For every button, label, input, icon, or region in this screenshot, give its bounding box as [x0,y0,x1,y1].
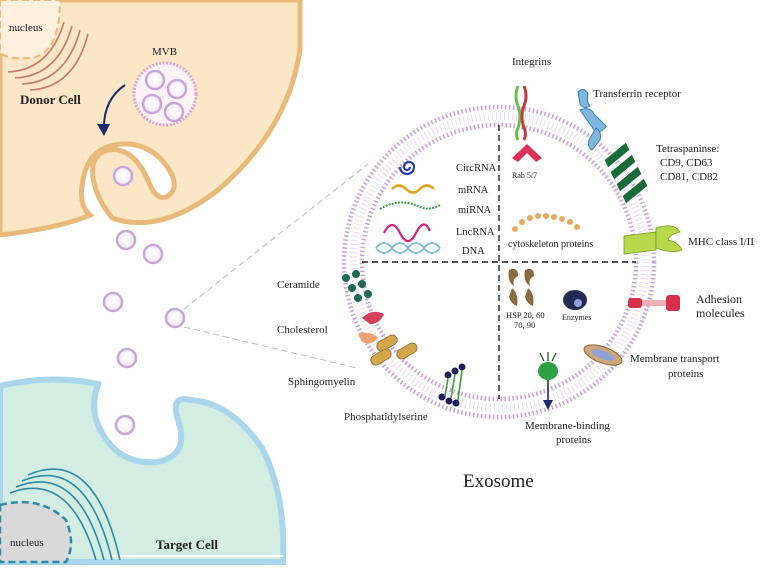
mvb-label: MVB [152,46,177,58]
exosome-membrane-tails [349,112,649,412]
membrane-transport-icon [583,344,623,366]
transport-label-line1: Membrane transport [630,353,720,365]
enzymes-icon [563,290,587,310]
rab-label: Rab 5/7 [512,171,537,180]
dna-icon [375,242,441,254]
target-er [9,468,121,561]
target-cell-body [0,376,287,565]
membrane-binding-icon [538,352,558,410]
free-exosomes [102,165,186,436]
exosome-diagram: CircRNA mRNA miRNA LncRNA DNA Rab 5/7 cy… [277,56,754,492]
nucleic-acid-label: CircRNA [456,163,497,174]
tetraspanins-label-line3: CD81, CD82 [660,171,718,183]
lipid-label: Phosphatidylserine [344,411,428,423]
binding-label-line1: Membrane-binding [525,420,610,432]
target-cell: nucleus Target Cell [0,376,287,565]
nucleic-acid-label: LncRNA [456,227,495,238]
zoom-lines [183,163,369,369]
mvb [132,61,198,127]
transferrin-label: Transferrin receptor [593,88,681,100]
transport-label-line2: proteins [668,368,703,380]
donor-cell-label: Donor Cell [20,92,81,107]
tetraspanin-icon [603,141,649,205]
lipid-label: Cholesterol [277,324,328,336]
mrna-icon [391,184,435,194]
target-nucleus [0,500,73,564]
integrins-icon [514,85,528,141]
binding-label-line2: proteins [556,434,591,446]
integrins-label: Integrins [512,56,551,68]
sphingomyelin-icon [370,334,418,366]
cytoskeleton-label: cytoskeleton proteins [508,239,593,250]
mhc-label: MHC class I/II [688,236,754,248]
hsp-label-line2: 70, 90 [514,320,535,330]
donor-cell: nucleus Donor Cell MVB [0,0,303,238]
cytoskeleton-icon [512,213,580,232]
cholesterol-icon [358,311,384,344]
mhc-icon [623,225,683,255]
lncrna-icon [383,223,432,243]
transferrin-receptor-icon [577,88,607,151]
target-cell-label: Target Cell [156,537,218,552]
rab-icon [512,144,542,162]
hsp-label-line1: HSP 20, 60 [506,310,545,320]
enzymes-label: Enzymes [562,313,591,322]
lipid-label: Sphingomyelin [288,376,356,388]
mirna-icon [379,201,441,210]
target-nucleus-label: nucleus [10,537,44,549]
tetraspanins-label-line1: Tetraspaninse: [656,143,719,155]
nucleic-acid-label: mRNA [458,185,489,196]
nucleic-acid-icons [375,160,441,254]
tetraspanins-label-line2: CD9, CD63 [660,157,713,169]
secretion-arrowhead [97,124,110,136]
donor-golgi [7,21,89,91]
phosphatidylserine-icon [438,363,466,407]
lipid-label: Ceramide [277,279,320,291]
adhesion-label-line2: molecules [696,306,745,320]
hsp-icon [508,268,534,306]
exosome-title: Exosome [463,471,534,492]
nucleic-acid-label: DNA [462,246,485,257]
circrna-icon [398,160,416,176]
nucleic-acid-label: miRNA [458,205,492,216]
adhesion-molecule-icon [628,295,680,311]
adhesion-label-line1: Adhesion [696,292,742,306]
donor-nucleus-label: nucleus [9,22,43,34]
ceramide-icon [342,270,372,302]
donor-nucleus [0,0,62,60]
exosome-membrane-outer [341,104,657,420]
